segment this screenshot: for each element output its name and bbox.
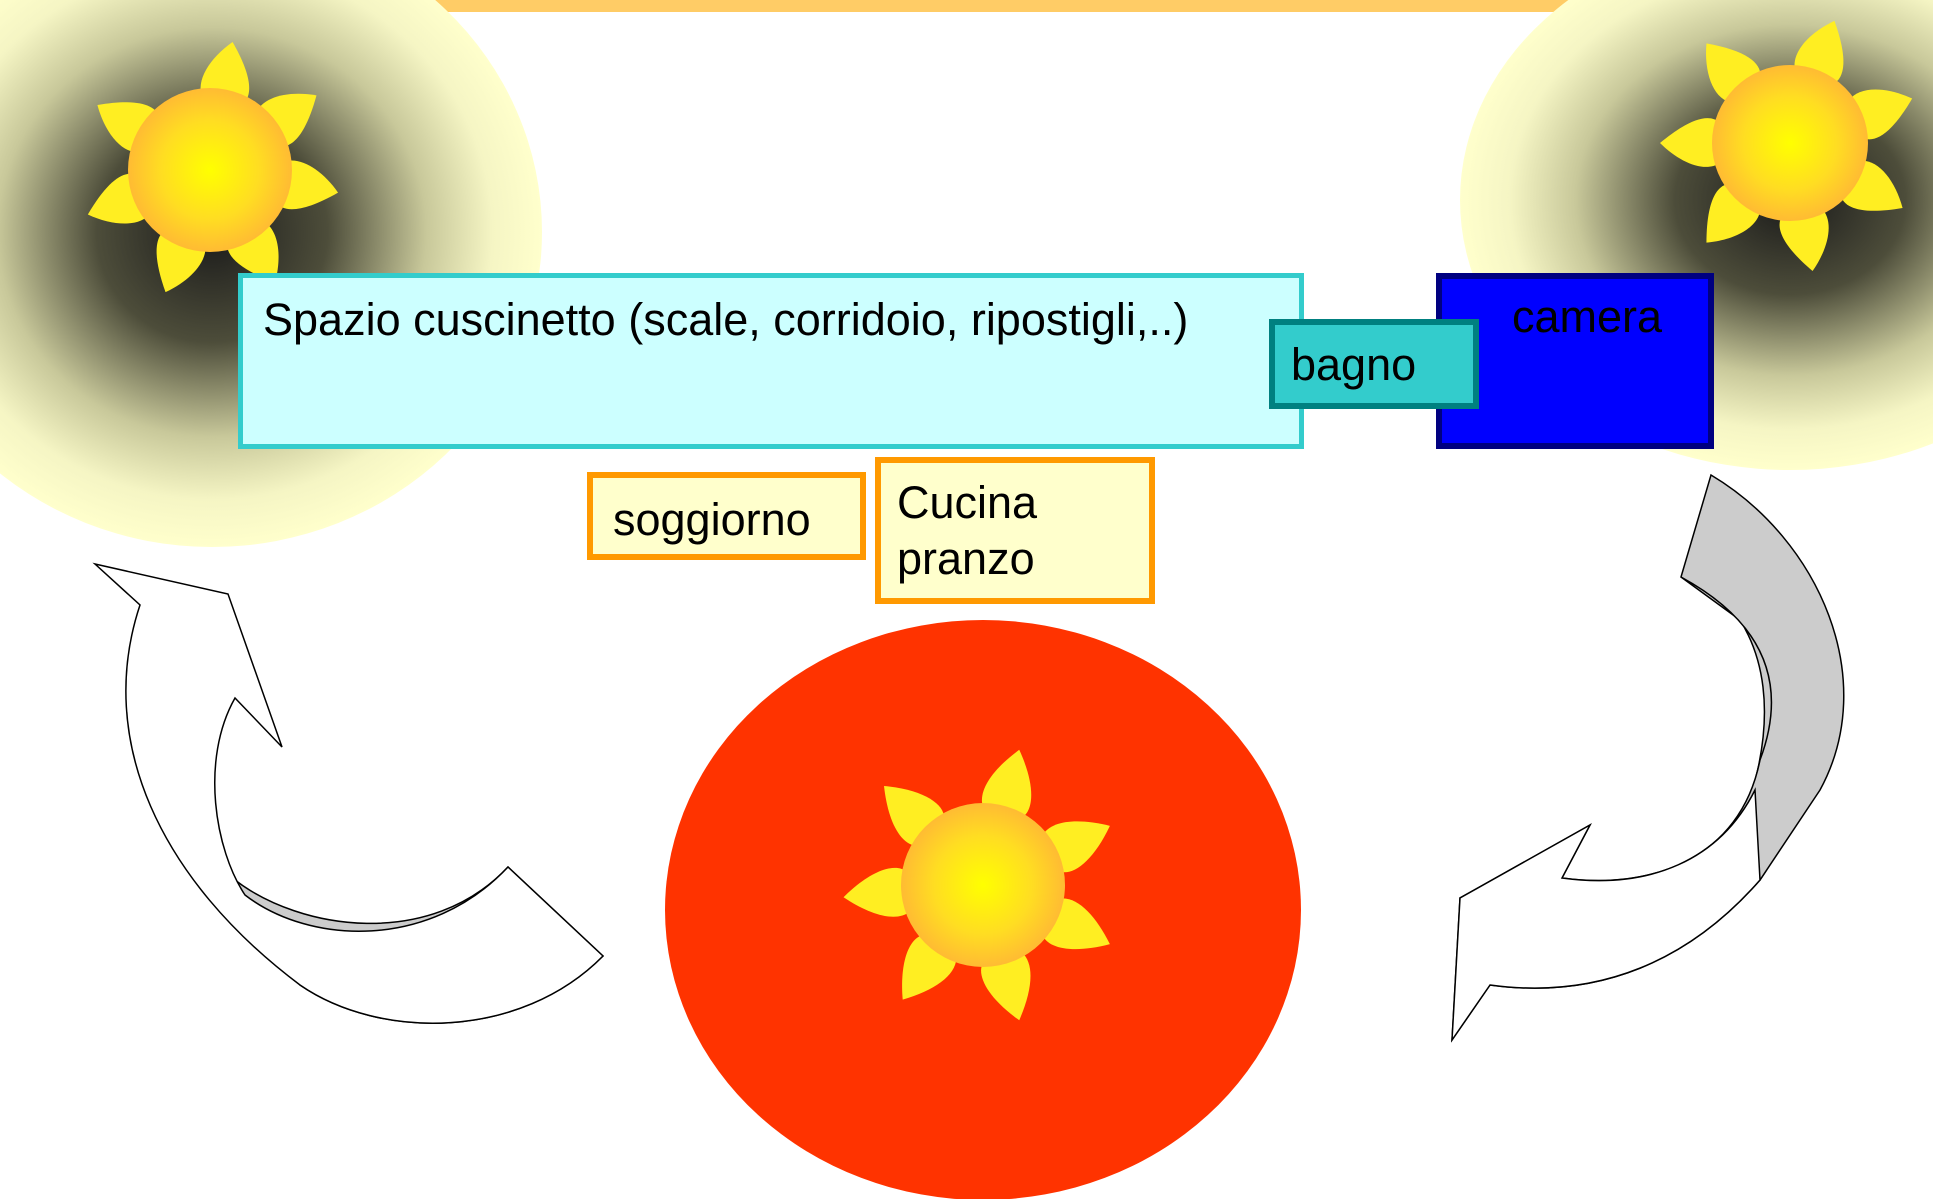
buffer-space-box: Spazio cuscinetto (scale, corridoio, rip… bbox=[238, 273, 1304, 449]
bathroom-label: bagno bbox=[1291, 339, 1417, 390]
curved-arrow-left bbox=[92, 562, 605, 1024]
kitchen-label-line1: Cucina bbox=[897, 477, 1038, 528]
buffer-space-label: Spazio cuscinetto (scale, corridoio, rip… bbox=[263, 294, 1189, 345]
bathroom-box: bagno bbox=[1269, 319, 1479, 409]
top-band bbox=[0, 0, 1933, 12]
curved-arrow-right bbox=[1451, 473, 1845, 1043]
living-room-label: soggiorno bbox=[613, 494, 811, 545]
kitchen-label-line2: pranzo bbox=[897, 533, 1035, 584]
bedroom-box: camera bbox=[1436, 273, 1714, 449]
kitchen-box: Cucina pranzo bbox=[875, 457, 1155, 604]
bedroom-label: camera bbox=[1512, 291, 1663, 342]
sun-icon-midday bbox=[665, 620, 1301, 1199]
living-room-box: soggiorno bbox=[587, 472, 866, 560]
